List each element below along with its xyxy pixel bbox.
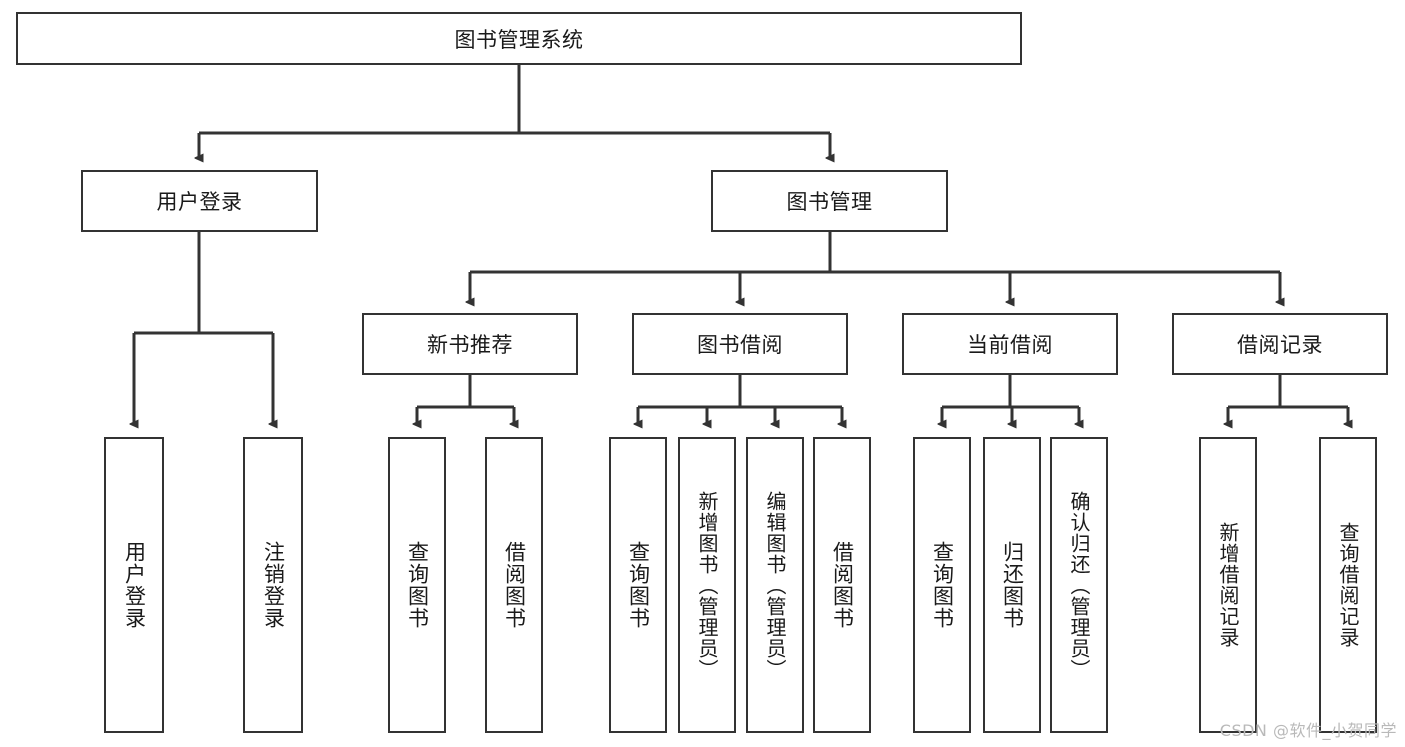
node-leaf-query-book-borrow[interactable]: 查询图书 xyxy=(609,437,667,733)
node-leaf-edit-book-admin[interactable]: 编辑图书（管理员） xyxy=(746,437,804,733)
node-leaf-borrow-book-recommend[interactable]: 借阅图书 xyxy=(485,437,543,733)
node-leaf-confirm-return-admin[interactable]: 确认归还（管理员） xyxy=(1050,437,1108,733)
node-user-login[interactable]: 用户登录 xyxy=(81,170,318,232)
node-leaf-query-borrow-record[interactable]: 查询借阅记录 xyxy=(1319,437,1377,733)
node-leaf-borrow-book-borrow[interactable]: 借阅图书 xyxy=(813,437,871,733)
node-book-borrow[interactable]: 图书借阅 xyxy=(632,313,848,375)
node-current-borrow[interactable]: 当前借阅 xyxy=(902,313,1118,375)
node-leaf-query-book-current[interactable]: 查询图书 xyxy=(913,437,971,733)
node-book-management[interactable]: 图书管理 xyxy=(711,170,948,232)
node-borrow-record[interactable]: 借阅记录 xyxy=(1172,313,1388,375)
node-leaf-user-login[interactable]: 用户登录 xyxy=(104,437,164,733)
node-leaf-add-book-admin[interactable]: 新增图书（管理员） xyxy=(678,437,736,733)
node-leaf-return-book[interactable]: 归还图书 xyxy=(983,437,1041,733)
node-leaf-add-borrow-record[interactable]: 新增借阅记录 xyxy=(1199,437,1257,733)
node-leaf-query-book-recommend[interactable]: 查询图书 xyxy=(388,437,446,733)
node-new-book-recommend[interactable]: 新书推荐 xyxy=(362,313,578,375)
node-leaf-user-logout[interactable]: 注销登录 xyxy=(243,437,303,733)
node-root[interactable]: 图书管理系统 xyxy=(16,12,1022,65)
